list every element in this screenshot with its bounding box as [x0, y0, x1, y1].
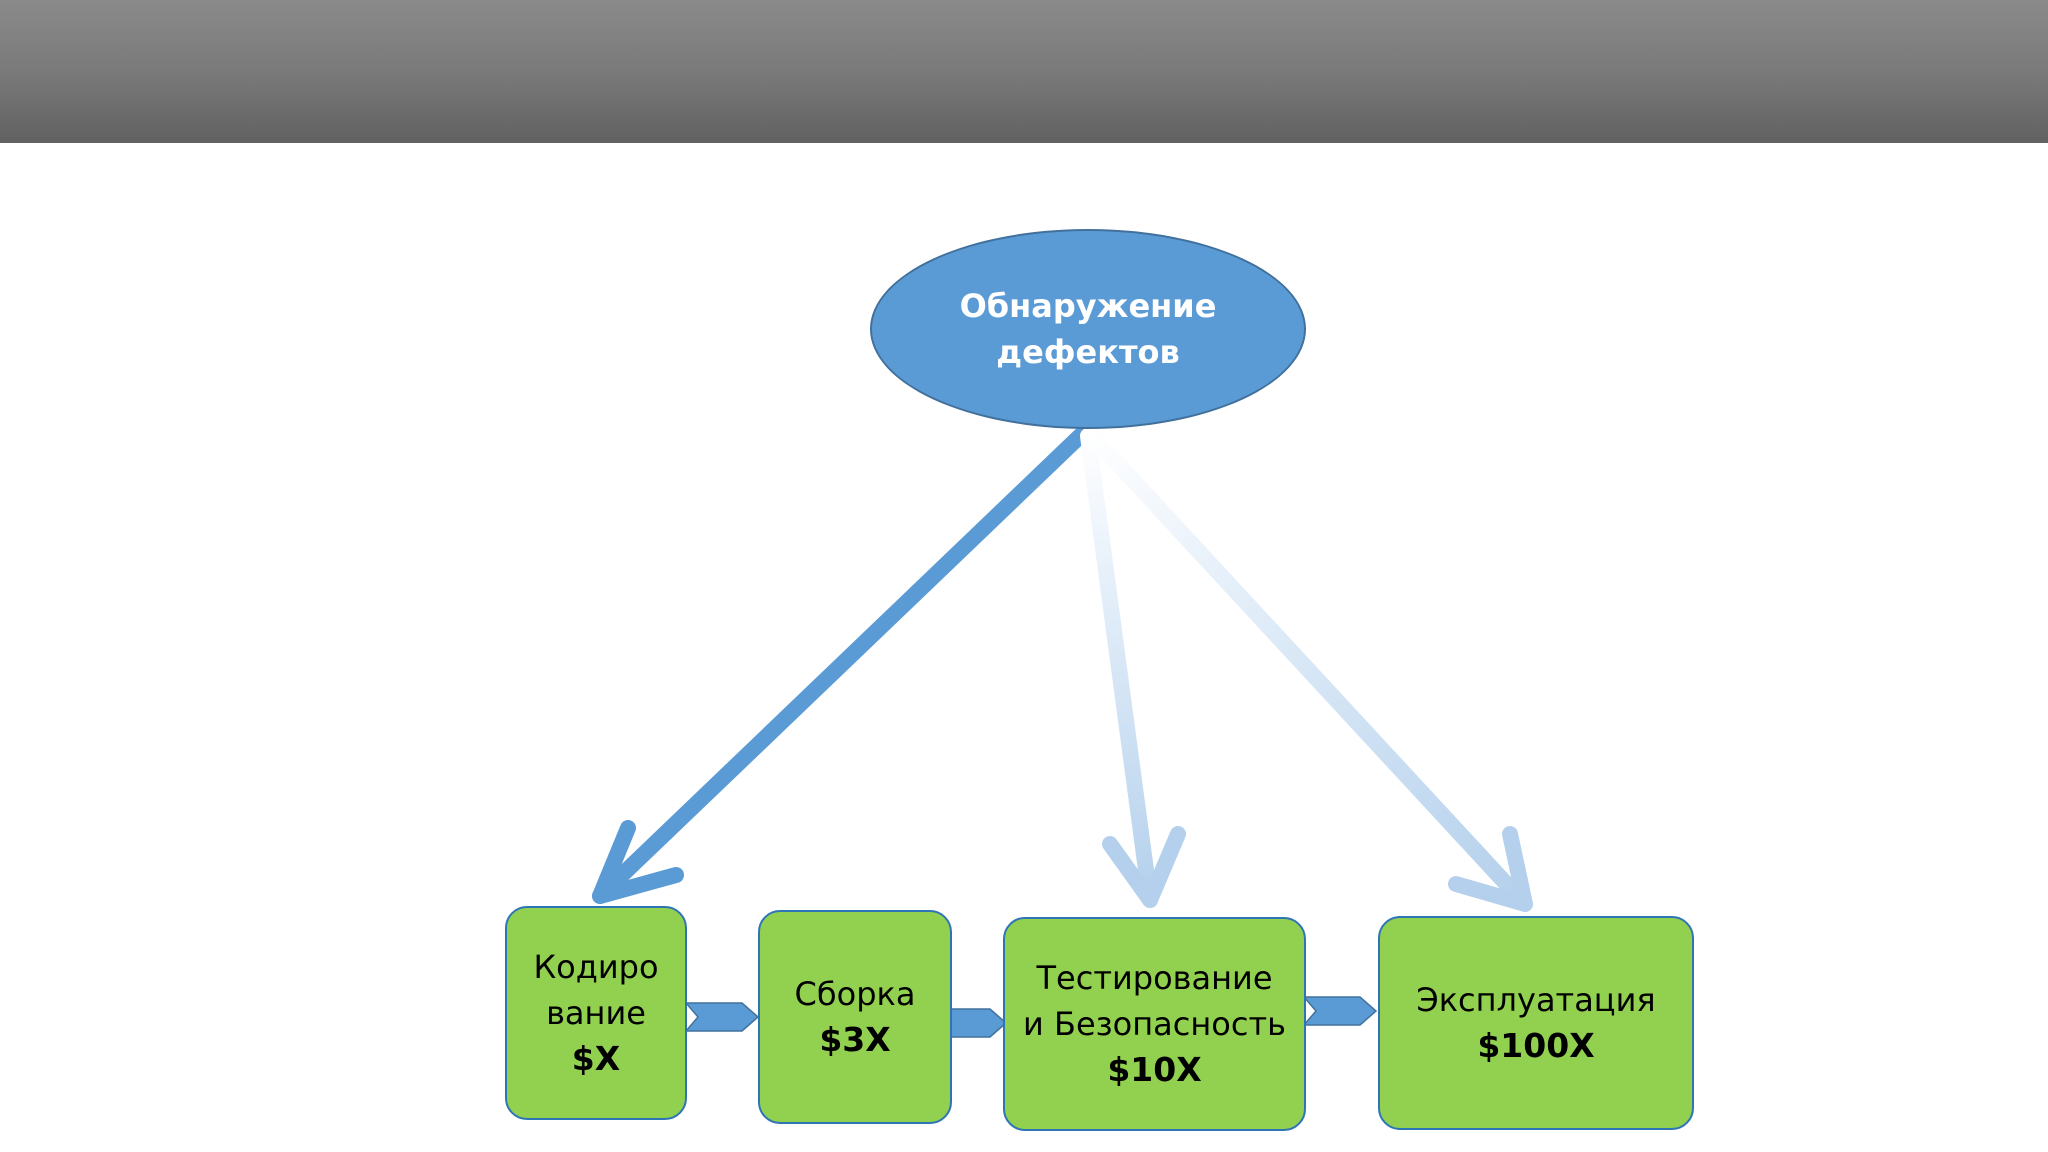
- flow-arrow-1: [684, 1002, 760, 1032]
- arrow-to-operation: [1084, 428, 1533, 912]
- stage-operation-cost: $100X: [1477, 1026, 1595, 1065]
- stage-coding-cost: $X: [571, 1039, 621, 1078]
- arrow-to-coding: [592, 428, 1088, 904]
- ellipse-line-2: дефектов: [996, 333, 1180, 371]
- ellipse-line-1: Обнаружение: [959, 287, 1217, 325]
- stage-coding-label-1: Кодиро: [533, 948, 659, 986]
- defect-detection-ellipse: Обнаружение дефектов: [870, 229, 1306, 429]
- stage-coding-box: Кодиро вание $X: [505, 906, 687, 1120]
- stage-coding-label-2: вание: [546, 994, 646, 1032]
- stage-operation-label: Эксплуатация: [1416, 981, 1656, 1019]
- stage-build-box: Сборка $3X: [758, 910, 952, 1124]
- header-bar: [0, 0, 2048, 143]
- stage-testing-label-1: Тестирование: [1036, 959, 1273, 997]
- arrow-to-testing: [1080, 428, 1186, 908]
- stage-testing-box: Тестирование и Безопасность $10X: [1003, 917, 1306, 1131]
- stage-build-label: Сборка: [794, 975, 916, 1013]
- ellipse-label: Обнаружение дефектов: [938, 283, 1238, 375]
- flow-arrow-3: [1302, 996, 1378, 1026]
- stage-testing-cost: $10X: [1107, 1050, 1202, 1089]
- stage-testing-label-2: и Безопасность: [1023, 1005, 1286, 1043]
- stage-build-cost: $3X: [819, 1020, 891, 1059]
- stage-operation-box: Эксплуатация $100X: [1378, 916, 1694, 1130]
